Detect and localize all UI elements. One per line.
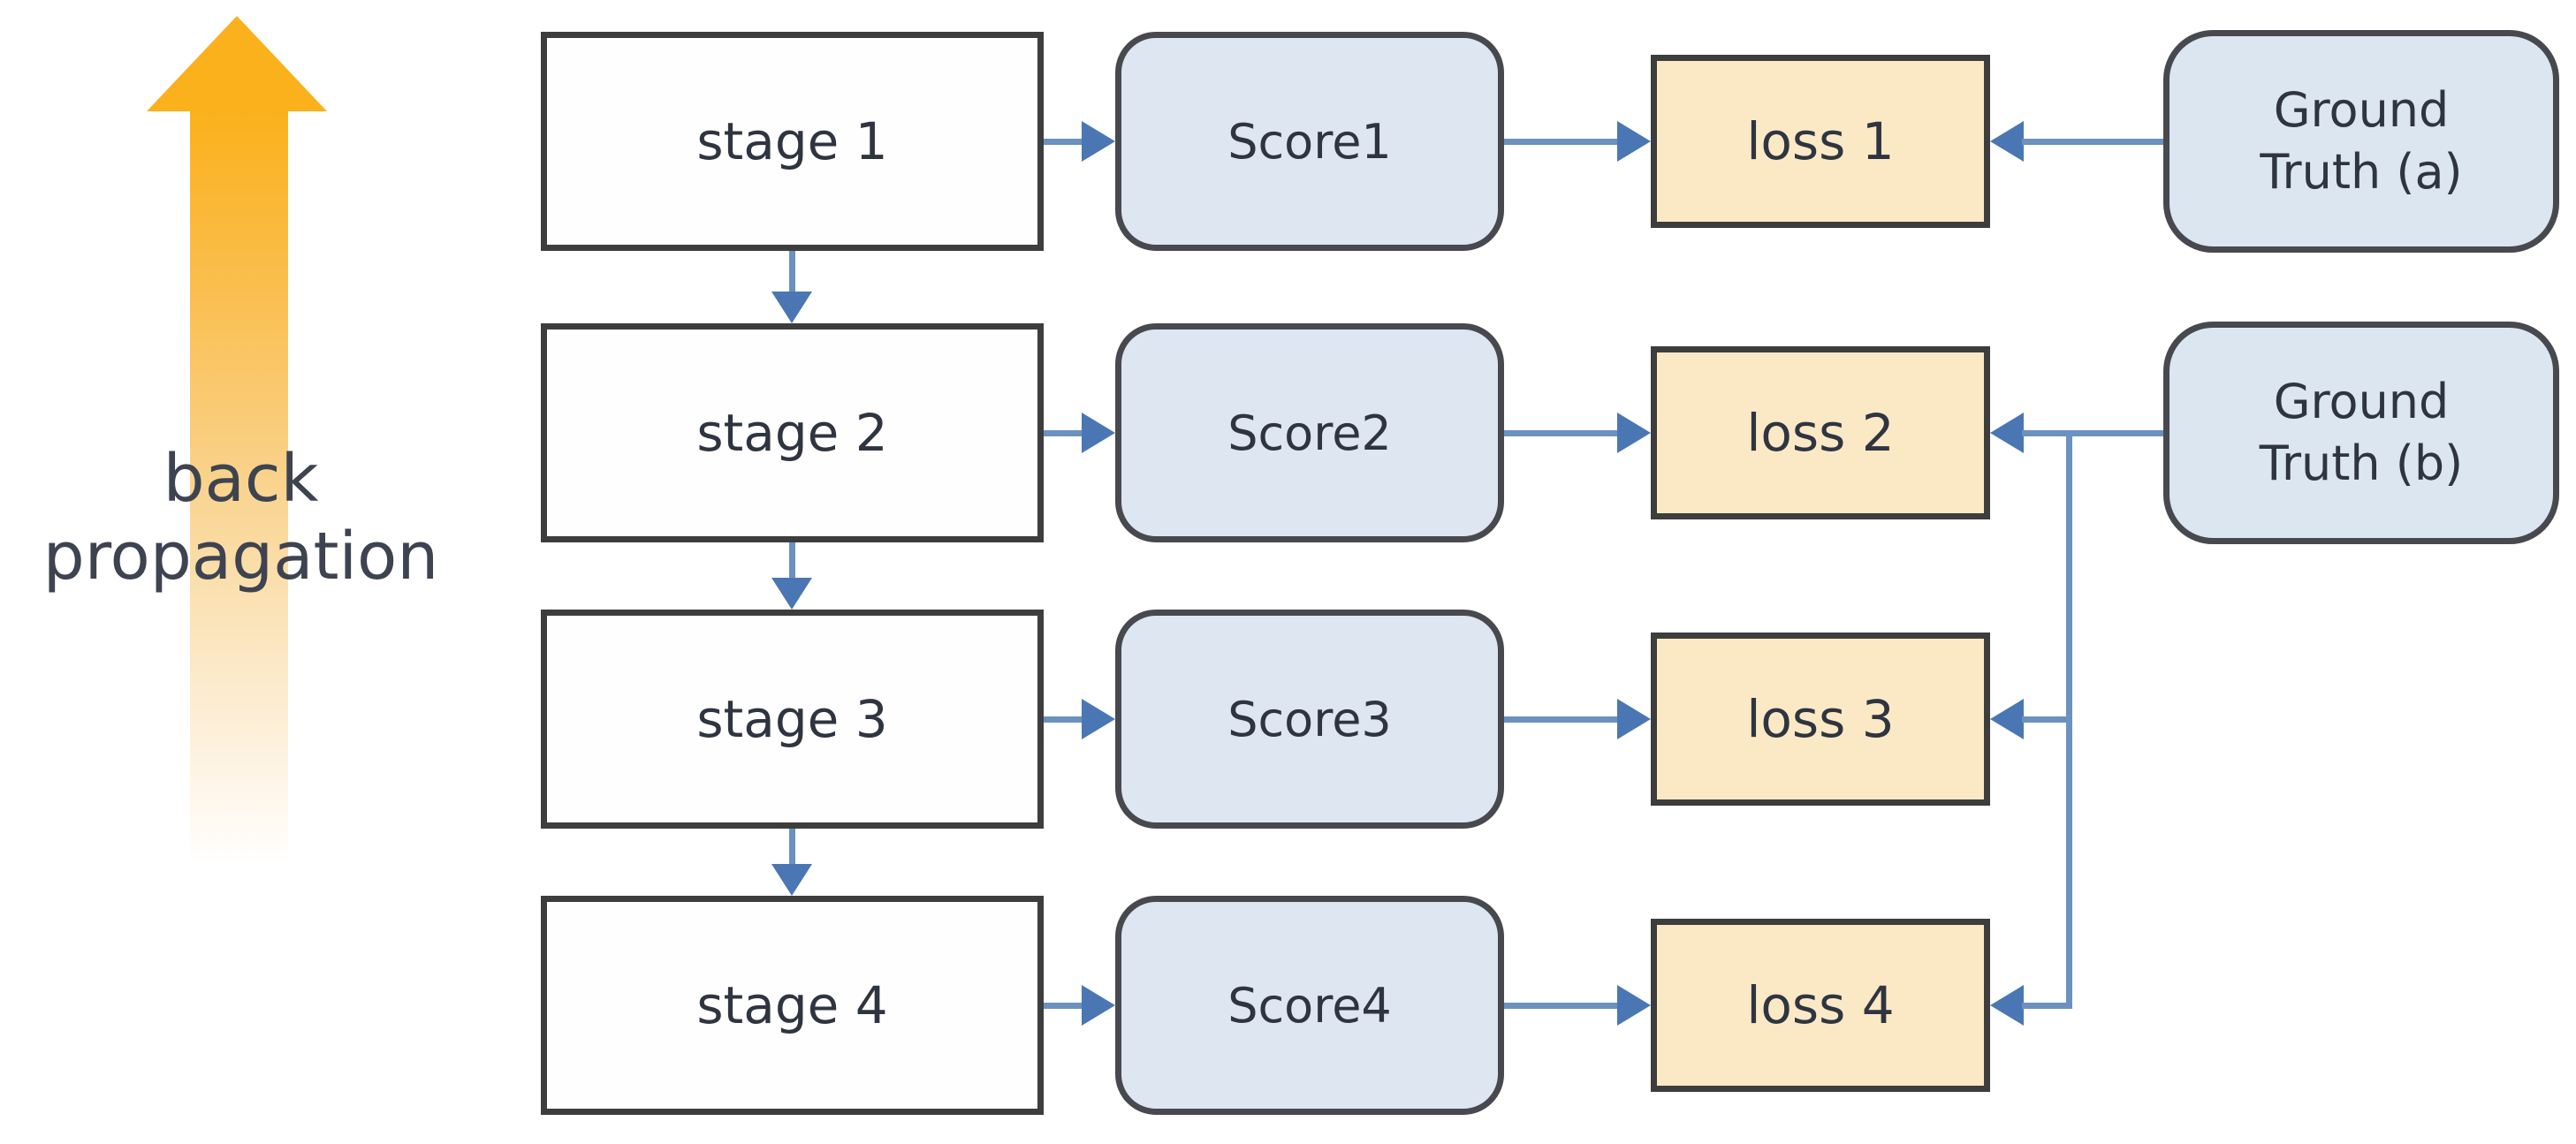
stage-1-label: stage 1 bbox=[696, 111, 888, 171]
stage2-to-score2-right-arrowhead-icon bbox=[1082, 413, 1115, 453]
gt-b-to-loss2-arrow-line bbox=[2022, 430, 2163, 436]
stage1-to-stage2-down-arrowhead-icon bbox=[771, 292, 812, 323]
stage-3-label: stage 3 bbox=[696, 689, 888, 749]
ground-truth-a-label-line1: Ground bbox=[2273, 82, 2450, 138]
score-4-label: Score4 bbox=[1227, 977, 1392, 1034]
stage3-to-stage4-arrow-line bbox=[789, 829, 795, 867]
gt-a-to-loss1-arrow-line bbox=[2022, 139, 2163, 145]
score-3-box: Score3 bbox=[1115, 610, 1504, 829]
stage2-to-score2-arrow-line bbox=[1044, 430, 1088, 436]
gt-b-to-loss4-arrow-line bbox=[2022, 1003, 2072, 1009]
stage4-to-score4-right-arrowhead-icon bbox=[1082, 985, 1115, 1026]
back-propagation-label-line1: back bbox=[163, 441, 319, 517]
score2-to-loss2-arrow-line bbox=[1504, 430, 1621, 436]
stage1-to-score1-arrow-line bbox=[1044, 139, 1088, 145]
stage-4-label: stage 4 bbox=[696, 975, 888, 1035]
loss-4-label: loss 4 bbox=[1746, 975, 1895, 1035]
score3-to-loss3-arrow-line bbox=[1504, 716, 1621, 723]
stage4-to-score4-arrow-line bbox=[1044, 1003, 1088, 1009]
stage3-to-stage4-down-arrowhead-icon bbox=[771, 864, 812, 896]
score-2-box: Score2 bbox=[1115, 323, 1504, 542]
ground-truth-b-label-line1: Ground bbox=[2273, 374, 2450, 429]
back-propagation-arrow-shaft bbox=[190, 110, 288, 922]
score1-to-loss1-right-arrowhead-icon bbox=[1617, 121, 1651, 162]
score4-to-loss4-right-arrowhead-icon bbox=[1617, 985, 1651, 1026]
loss-3-box: loss 3 bbox=[1651, 633, 1990, 806]
gt-b-to-loss3-left-arrowhead-icon bbox=[1990, 699, 2024, 739]
stage3-to-score3-arrow-line bbox=[1044, 716, 1088, 723]
stage-3-box: stage 3 bbox=[541, 610, 1044, 829]
gt-b-to-loss3-arrow-line bbox=[2022, 716, 2069, 723]
stage1-to-stage2-arrow-line bbox=[789, 251, 795, 297]
ground-truth-b-label-line2: Truth (b) bbox=[2259, 436, 2464, 491]
loss-4-box: loss 4 bbox=[1651, 919, 1990, 1092]
up-arrowhead-icon bbox=[147, 16, 327, 111]
loss-1-label: loss 1 bbox=[1746, 111, 1895, 171]
back-propagation-label: back propagation bbox=[0, 440, 499, 595]
gt-b-to-loss2-left-arrowhead-icon bbox=[1990, 413, 2024, 453]
stage2-to-stage3-down-arrowhead-icon bbox=[771, 578, 812, 610]
loss-1-box: loss 1 bbox=[1651, 55, 1990, 228]
loss-2-label: loss 2 bbox=[1746, 403, 1895, 463]
ground-truth-a-box: Ground Truth (a) bbox=[2163, 30, 2559, 253]
score-3-label: Score3 bbox=[1227, 691, 1392, 747]
stage1-to-score1-right-arrowhead-icon bbox=[1082, 121, 1115, 162]
score4-to-loss4-arrow-line bbox=[1504, 1003, 1621, 1009]
ground-truth-b-box: Ground Truth (b) bbox=[2163, 322, 2559, 544]
loss-3-label: loss 3 bbox=[1746, 689, 1895, 749]
score-1-label: Score1 bbox=[1227, 113, 1392, 170]
stage2-to-stage3-arrow-line bbox=[789, 542, 795, 581]
loss-2-box: loss 2 bbox=[1651, 346, 1990, 519]
stage3-to-score3-right-arrowhead-icon bbox=[1082, 699, 1115, 739]
back-propagation-label-line2: propagation bbox=[42, 519, 439, 595]
score-4-box: Score4 bbox=[1115, 896, 1504, 1115]
stage-2-box: stage 2 bbox=[541, 323, 1044, 542]
gt-b-branch-vertical-line bbox=[2066, 430, 2072, 1009]
stage-4-box: stage 4 bbox=[541, 896, 1044, 1115]
stage-1-box: stage 1 bbox=[541, 32, 1044, 251]
ground-truth-a-label-line2: Truth (a) bbox=[2260, 144, 2463, 200]
score-2-label: Score2 bbox=[1227, 405, 1392, 461]
score1-to-loss1-arrow-line bbox=[1504, 139, 1621, 145]
score2-to-loss2-right-arrowhead-icon bbox=[1617, 413, 1651, 453]
score3-to-loss3-right-arrowhead-icon bbox=[1617, 699, 1651, 739]
gt-b-to-loss4-left-arrowhead-icon bbox=[1990, 985, 2024, 1026]
gt-a-to-loss1-left-arrowhead-icon bbox=[1990, 121, 2024, 162]
stage-2-label: stage 2 bbox=[696, 403, 888, 463]
score-1-box: Score1 bbox=[1115, 32, 1504, 251]
